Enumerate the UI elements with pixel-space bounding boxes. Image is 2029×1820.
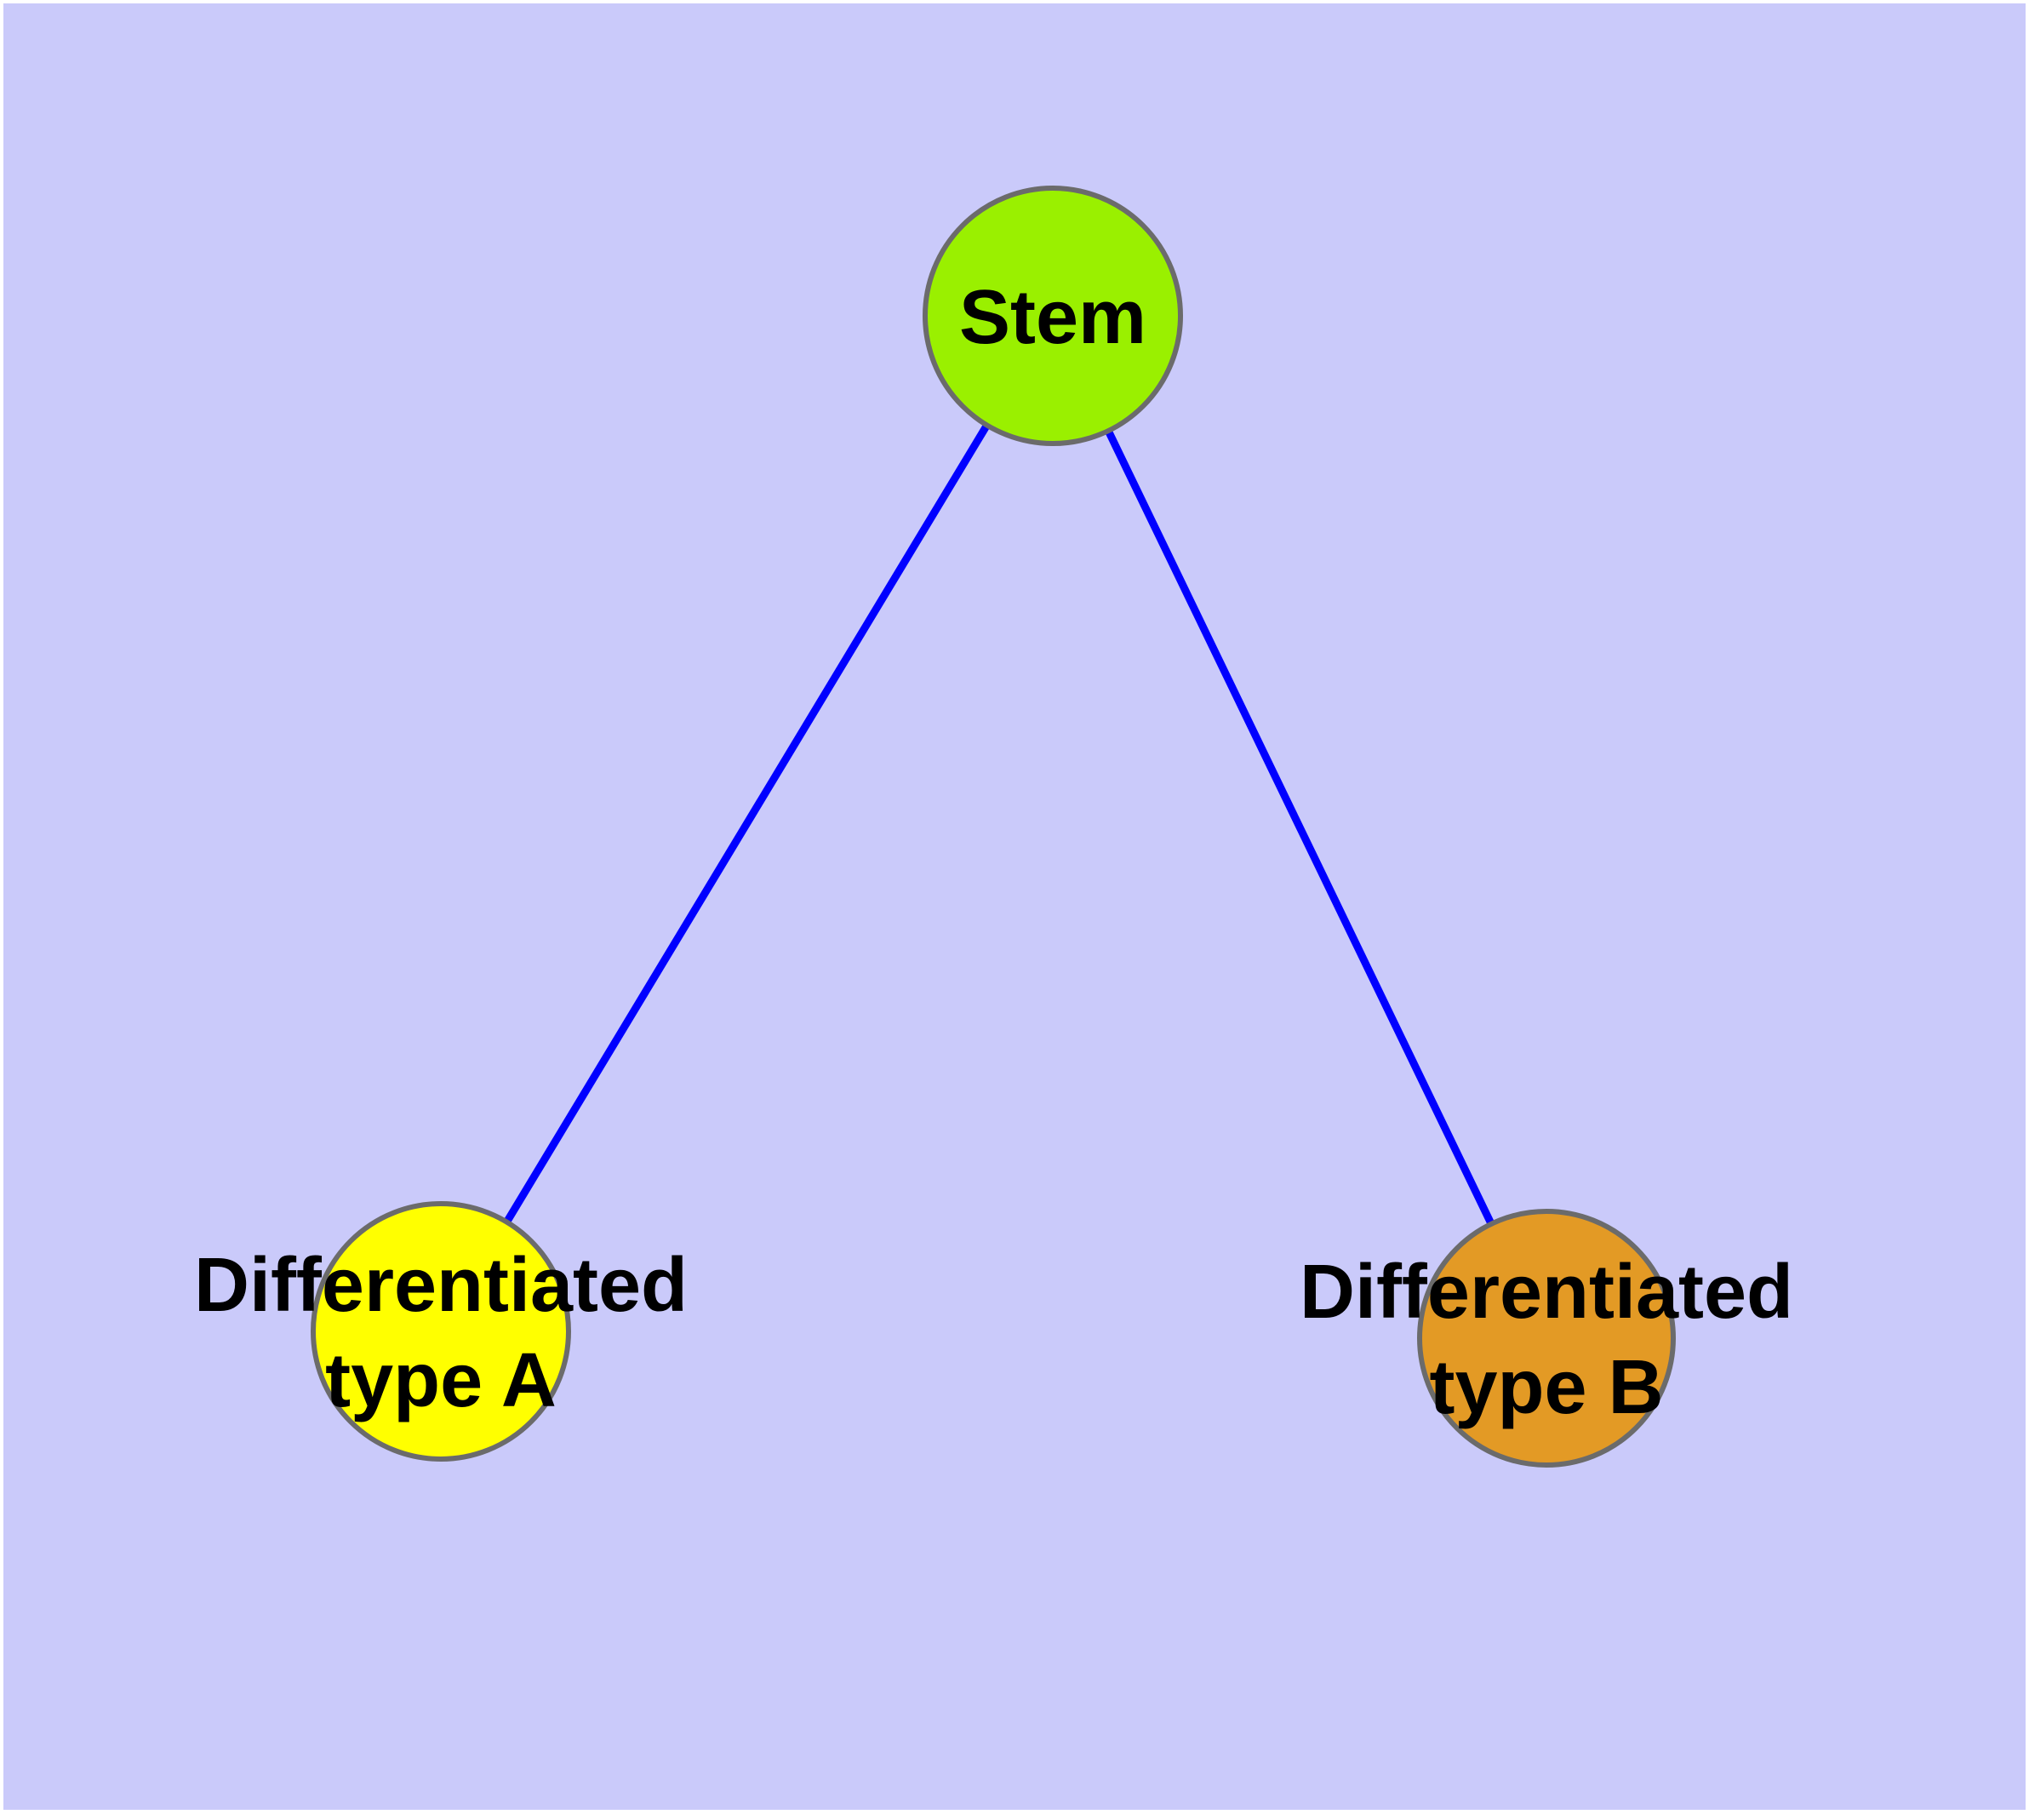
node-label-line: Differentiated <box>1300 1250 1793 1335</box>
node-differentiated-type-b <box>1417 1209 1676 1468</box>
edges-layer <box>437 313 1551 1340</box>
edge-stem-to-differentiated-type-a <box>437 313 1056 1334</box>
nodes-layer <box>311 186 1676 1468</box>
edge-stem-to-differentiated-type-b <box>1049 314 1551 1340</box>
node-stem <box>923 186 1183 446</box>
node-label-line: Differentiated <box>194 1243 688 1328</box>
node-label-line: type B <box>1429 1345 1663 1430</box>
node-label-stem: Stem <box>959 275 1146 360</box>
node-label-line: Stem <box>959 275 1146 360</box>
node-label-differentiated-type-a: Differentiated type A <box>194 1243 688 1423</box>
node-differentiated-type-a <box>311 1201 571 1462</box>
node-label-line: type A <box>325 1338 557 1423</box>
node-label-differentiated-type-b: Differentiated type B <box>1300 1250 1793 1430</box>
